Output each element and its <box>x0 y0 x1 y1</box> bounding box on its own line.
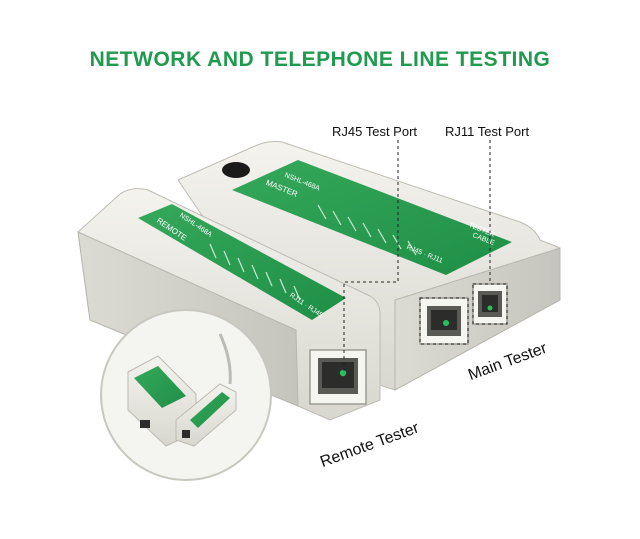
master-led-row <box>317 204 417 256</box>
remote-rj45-port <box>309 349 367 405</box>
callout-lines <box>343 140 508 374</box>
main-tester <box>177 141 561 391</box>
remote-led-row <box>209 243 301 301</box>
rj11-port-callout: RJ11 Test Port <box>445 124 530 139</box>
master-label-plate <box>232 160 512 275</box>
inset-circle <box>100 309 272 481</box>
rj45-port-callout: RJ45 Test Port <box>332 124 418 139</box>
remote-label-plate <box>138 204 346 320</box>
master-rj11-port <box>472 283 508 325</box>
master-rj45-port <box>419 297 469 345</box>
power-switch <box>222 162 250 178</box>
page-headline: NETWORK AND TELEPHONE LINE TESTING <box>89 48 551 71</box>
